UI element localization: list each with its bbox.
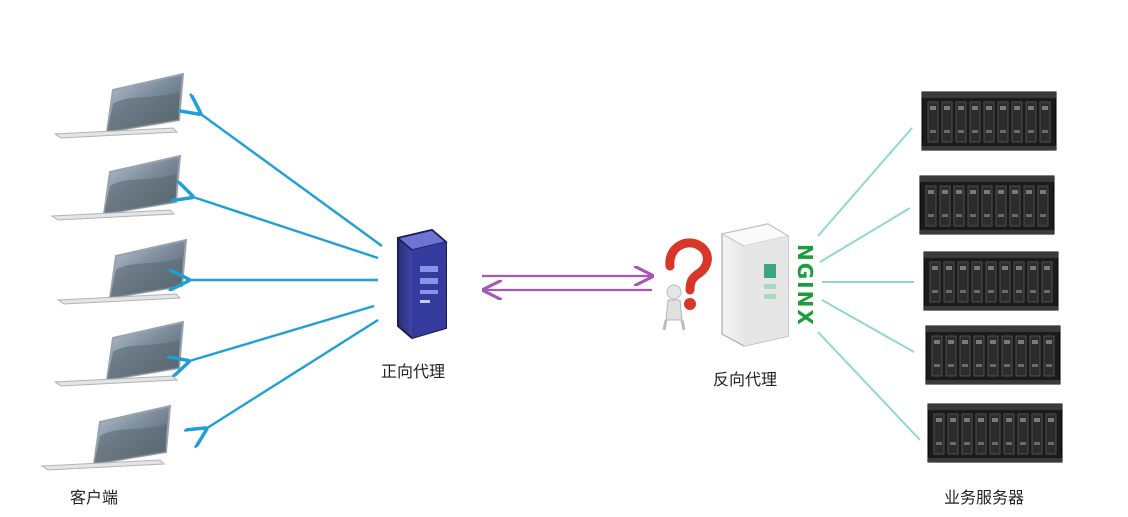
laptop-icon xyxy=(56,238,188,305)
client-arrow xyxy=(190,196,379,260)
client-arrow xyxy=(204,318,379,430)
laptop-icon xyxy=(53,72,185,139)
forward-proxy-label: 正向代理 xyxy=(381,362,446,381)
reverse-proxy-label: 反向代理 xyxy=(713,370,778,389)
forward-proxy-server-icon xyxy=(396,228,448,340)
business-servers xyxy=(919,91,1063,463)
server-link-line xyxy=(821,299,915,353)
client-arrows xyxy=(186,112,383,430)
laptop-icon xyxy=(50,154,182,221)
question-person-icon xyxy=(662,238,712,331)
nginx-logo: NGINX xyxy=(793,244,817,327)
server-link-line xyxy=(817,331,921,441)
rack-server-icon xyxy=(921,91,1057,151)
client-laptops xyxy=(40,72,188,471)
server-link-line xyxy=(817,127,913,237)
server-link-line xyxy=(819,207,911,263)
rack-server-icon xyxy=(923,251,1059,311)
business-servers-label: 业务服务器 xyxy=(944,488,1025,507)
clients-label: 客户端 xyxy=(70,488,119,507)
client-arrow xyxy=(186,304,375,362)
server-lines xyxy=(817,127,921,441)
proxy-link-arrows xyxy=(482,276,652,290)
laptop-icon xyxy=(40,404,172,471)
rack-server-icon xyxy=(927,403,1063,463)
rack-server-icon xyxy=(925,325,1061,385)
laptop-icon xyxy=(53,320,185,387)
reverse-proxy-server-icon xyxy=(720,223,790,347)
rack-server-icon xyxy=(919,175,1055,235)
client-arrow xyxy=(198,112,383,247)
